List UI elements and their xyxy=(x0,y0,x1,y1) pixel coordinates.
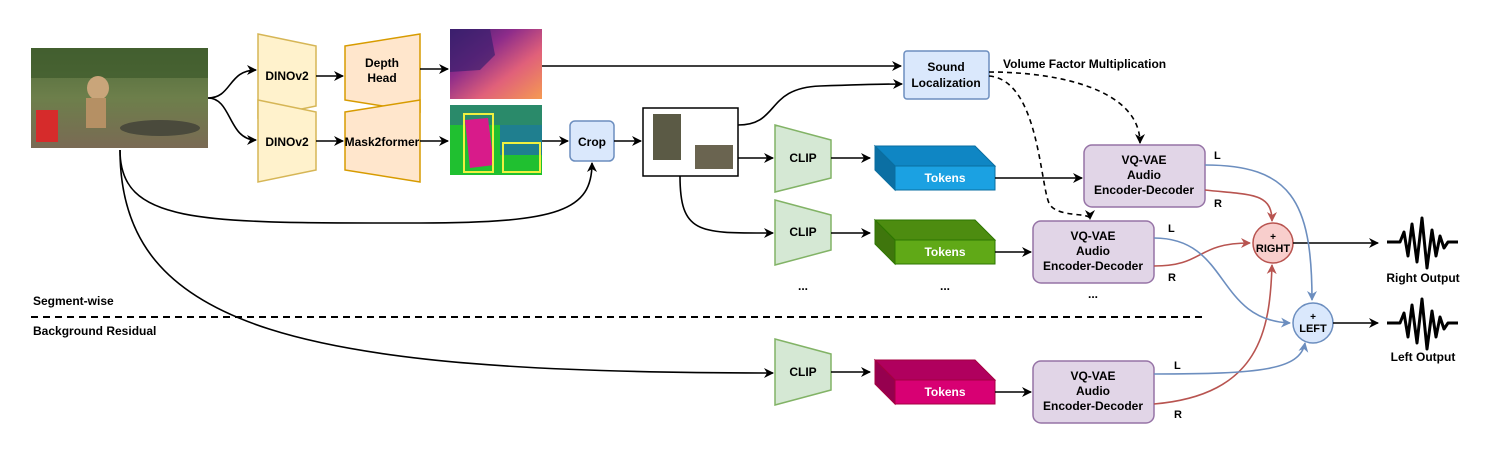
r-label-1: R xyxy=(1214,198,1222,210)
black-arrows xyxy=(119,61,1379,397)
svg-text:+: + xyxy=(1310,312,1316,323)
svg-text:Audio: Audio xyxy=(1076,244,1110,258)
svg-text:Tokens: Tokens xyxy=(924,245,965,259)
svg-text:VQ-VAE: VQ-VAE xyxy=(1121,153,1166,167)
svg-text:Localization: Localization xyxy=(911,76,980,90)
svg-text:Head: Head xyxy=(367,71,396,85)
tokens-3: Tokens xyxy=(873,358,997,406)
dino-top: DINOv2 xyxy=(257,33,317,119)
svg-text:LEFT: LEFT xyxy=(1299,323,1327,335)
depth-map-image xyxy=(450,29,542,99)
svg-text:Mask2former: Mask2former xyxy=(345,135,420,149)
svg-text:Tokens: Tokens xyxy=(924,171,965,185)
svg-text:Sound: Sound xyxy=(927,60,964,74)
input-image xyxy=(31,48,208,148)
cropped-segments-box xyxy=(642,107,739,177)
ellipsis-clip: ... xyxy=(798,279,808,293)
svg-text:CLIP: CLIP xyxy=(789,365,816,379)
svg-text:DINOv2: DINOv2 xyxy=(265,135,309,149)
sound-localization-box: Sound Localization xyxy=(903,50,990,100)
svg-text:CLIP: CLIP xyxy=(789,151,816,165)
mask2former: Mask2former xyxy=(344,99,421,183)
tokens-2: Tokens xyxy=(873,218,997,266)
svg-text:Encoder-Decoder: Encoder-Decoder xyxy=(1094,183,1194,197)
vqvae-2: VQ-VAE Audio Encoder-Decoder xyxy=(1032,220,1155,284)
r-label-2: R xyxy=(1168,272,1176,284)
volume-factor-label: Volume Factor Multiplication xyxy=(1003,57,1166,71)
svg-text:VQ-VAE: VQ-VAE xyxy=(1070,369,1115,383)
clip-2: CLIP xyxy=(774,199,832,266)
tokens-1: Tokens xyxy=(873,144,997,192)
ellipsis-tokens: ... xyxy=(940,279,950,293)
svg-text:VQ-VAE: VQ-VAE xyxy=(1070,229,1115,243)
svg-text:Audio: Audio xyxy=(1076,384,1110,398)
clip-3: CLIP xyxy=(774,338,832,406)
dino-bottom: DINOv2 xyxy=(257,99,317,183)
l-label-3: L xyxy=(1174,360,1181,372)
svg-text:Encoder-Decoder: Encoder-Decoder xyxy=(1043,259,1143,273)
svg-text:DINOv2: DINOv2 xyxy=(265,69,309,83)
left-sum-node: + LEFT xyxy=(1292,302,1334,344)
depth-head: Depth Head xyxy=(344,33,421,113)
right-sum-node: + RIGHT xyxy=(1252,222,1294,264)
left-output-waveform xyxy=(1387,297,1458,351)
svg-text:Crop: Crop xyxy=(578,135,606,149)
left-output-label: Left Output xyxy=(1391,350,1456,364)
ellipsis-vqvae: ... xyxy=(1088,287,1098,301)
l-label-1: L xyxy=(1214,150,1221,162)
svg-text:RIGHT: RIGHT xyxy=(1256,243,1291,255)
vqvae-3: VQ-VAE Audio Encoder-Decoder xyxy=(1032,360,1155,424)
right-output-waveform xyxy=(1387,216,1458,270)
svg-text:Audio: Audio xyxy=(1127,168,1161,182)
background-residual-label: Background Residual xyxy=(33,324,156,338)
right-output-label: Right Output xyxy=(1386,271,1459,285)
svg-text:Depth: Depth xyxy=(365,56,399,70)
r-label-3: R xyxy=(1174,409,1182,421)
svg-text:Encoder-Decoder: Encoder-Decoder xyxy=(1043,399,1143,413)
segmentation-map-image xyxy=(450,105,542,175)
l-label-2: L xyxy=(1168,223,1175,235)
segment-wise-label: Segment-wise xyxy=(33,294,114,308)
svg-text:+: + xyxy=(1270,232,1276,243)
clip-1: CLIP xyxy=(774,124,832,193)
svg-text:Tokens: Tokens xyxy=(924,385,965,399)
left-channel-arrows xyxy=(1153,164,1317,375)
vqvae-1: VQ-VAE Audio Encoder-Decoder xyxy=(1083,144,1206,208)
crop-box: Crop xyxy=(569,120,615,162)
svg-text:CLIP: CLIP xyxy=(789,225,816,239)
